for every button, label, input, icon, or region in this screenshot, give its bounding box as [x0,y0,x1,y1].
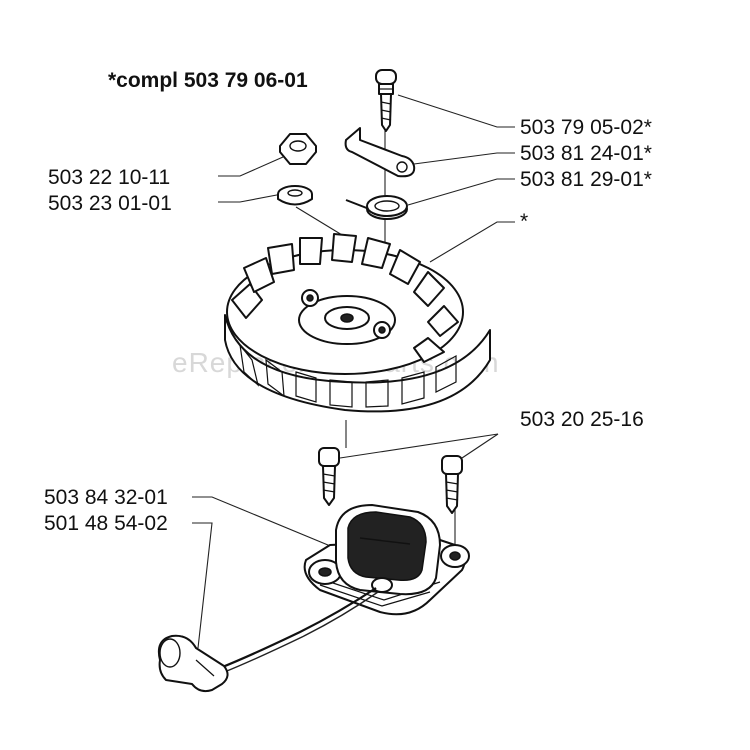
spring [345,195,408,220]
screw-top [375,69,397,132]
callout-coil-screws: 503 20 25-16 [520,408,644,431]
ignition-coil [303,504,470,616]
assembly-label: *compl 503 79 06-01 [108,69,308,92]
callout-screw-top: 503 79 05-02* [520,116,652,139]
nut [279,133,317,165]
callout-washer: 503 23 01-01 [48,192,172,215]
ignition-lead [219,587,377,670]
callout-spring: 503 81 29-01* [520,168,652,191]
callout-flywheel: * [520,210,528,233]
washer [277,185,313,206]
callout-nut: 503 22 10-11 [48,166,170,189]
callout-pawl: 503 81 24-01* [520,142,652,165]
pawl [344,127,416,178]
coil-screw-left [318,447,340,506]
spark-plug-cap [157,634,229,693]
callout-ignition-coil: 503 84 32-01 [44,486,168,509]
coil-screw-right [441,455,463,514]
flywheel [224,233,491,413]
callout-spark-plug-cap: 501 48 54-02 [44,512,168,535]
